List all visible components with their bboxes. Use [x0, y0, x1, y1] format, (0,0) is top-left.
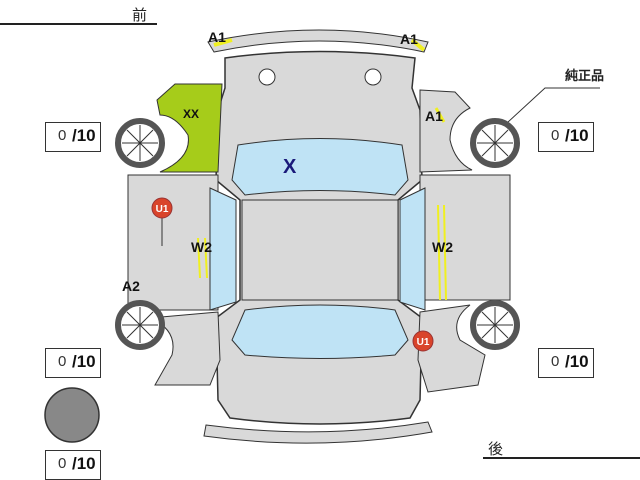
- front-label: 前: [132, 6, 147, 24]
- rear-bumper: [203, 421, 433, 444]
- right-side: [419, 174, 511, 301]
- mark-w2-right: W2: [432, 239, 453, 255]
- score-value: 0: [58, 455, 67, 472]
- right-headlight: [364, 68, 382, 86]
- wheel-rear-right: [470, 300, 520, 350]
- mark-w2-left: W2: [191, 239, 212, 255]
- score-value: 0: [551, 127, 560, 144]
- left-side: [127, 174, 219, 311]
- rear-window: [231, 304, 409, 359]
- rear-label: 後: [488, 440, 503, 458]
- score-value: 0: [58, 127, 67, 144]
- scratch-a1-front-left: [213, 38, 233, 47]
- mark-xx-fender: XX: [183, 107, 199, 121]
- scratch-w2-right: [437, 204, 447, 301]
- scratch-w2-left: [197, 237, 208, 279]
- wheel-front-left: [115, 118, 165, 168]
- scratch-a1-front-right: [410, 38, 426, 52]
- u1-marker-right: U1: [412, 330, 434, 352]
- score-denominator: /10: [72, 126, 96, 145]
- roof: [241, 199, 399, 301]
- left-headlight: [258, 68, 276, 86]
- u1-marker-left-label: U1: [156, 204, 169, 215]
- windshield: [231, 138, 409, 196]
- score-denominator: /10: [565, 352, 589, 371]
- scratch-a1-fender: [434, 107, 446, 123]
- score-value: 0: [58, 353, 67, 370]
- right-side-glass: [399, 187, 426, 311]
- score-value: 0: [551, 353, 560, 370]
- mark-a2-left: A2: [122, 278, 140, 294]
- score-front-right: 0/10: [538, 122, 594, 152]
- genuine-label: 純正品: [565, 68, 604, 84]
- left-side-glass: [209, 187, 237, 311]
- right-rear-fender: [417, 304, 486, 393]
- mark-a1-front-right: A1: [400, 31, 418, 47]
- score-front-left: 0/10: [45, 122, 101, 152]
- score-denominator: /10: [72, 352, 96, 371]
- wheel-rear-left: [115, 300, 165, 350]
- mark-a1-front-left: A1: [208, 29, 226, 45]
- right-front-fender: [419, 89, 473, 173]
- mark-a1-fender-right: A1: [425, 108, 443, 124]
- genuine-leader: [507, 87, 600, 123]
- left-front-fender: [156, 83, 223, 173]
- score-spare: 0/10: [45, 450, 101, 480]
- mark-x-windshield: X: [283, 156, 297, 178]
- u1-marker-left: U1: [151, 197, 173, 219]
- score-rear-right: 0/10: [538, 348, 594, 378]
- wheel-front-right: [470, 118, 520, 168]
- score-denominator: /10: [72, 454, 96, 473]
- u1-marker-right-label: U1: [417, 337, 430, 348]
- front-bumper: [207, 29, 429, 53]
- spare-tire-icon: [44, 387, 100, 443]
- score-rear-left: 0/10: [45, 348, 101, 378]
- score-denominator: /10: [565, 126, 589, 145]
